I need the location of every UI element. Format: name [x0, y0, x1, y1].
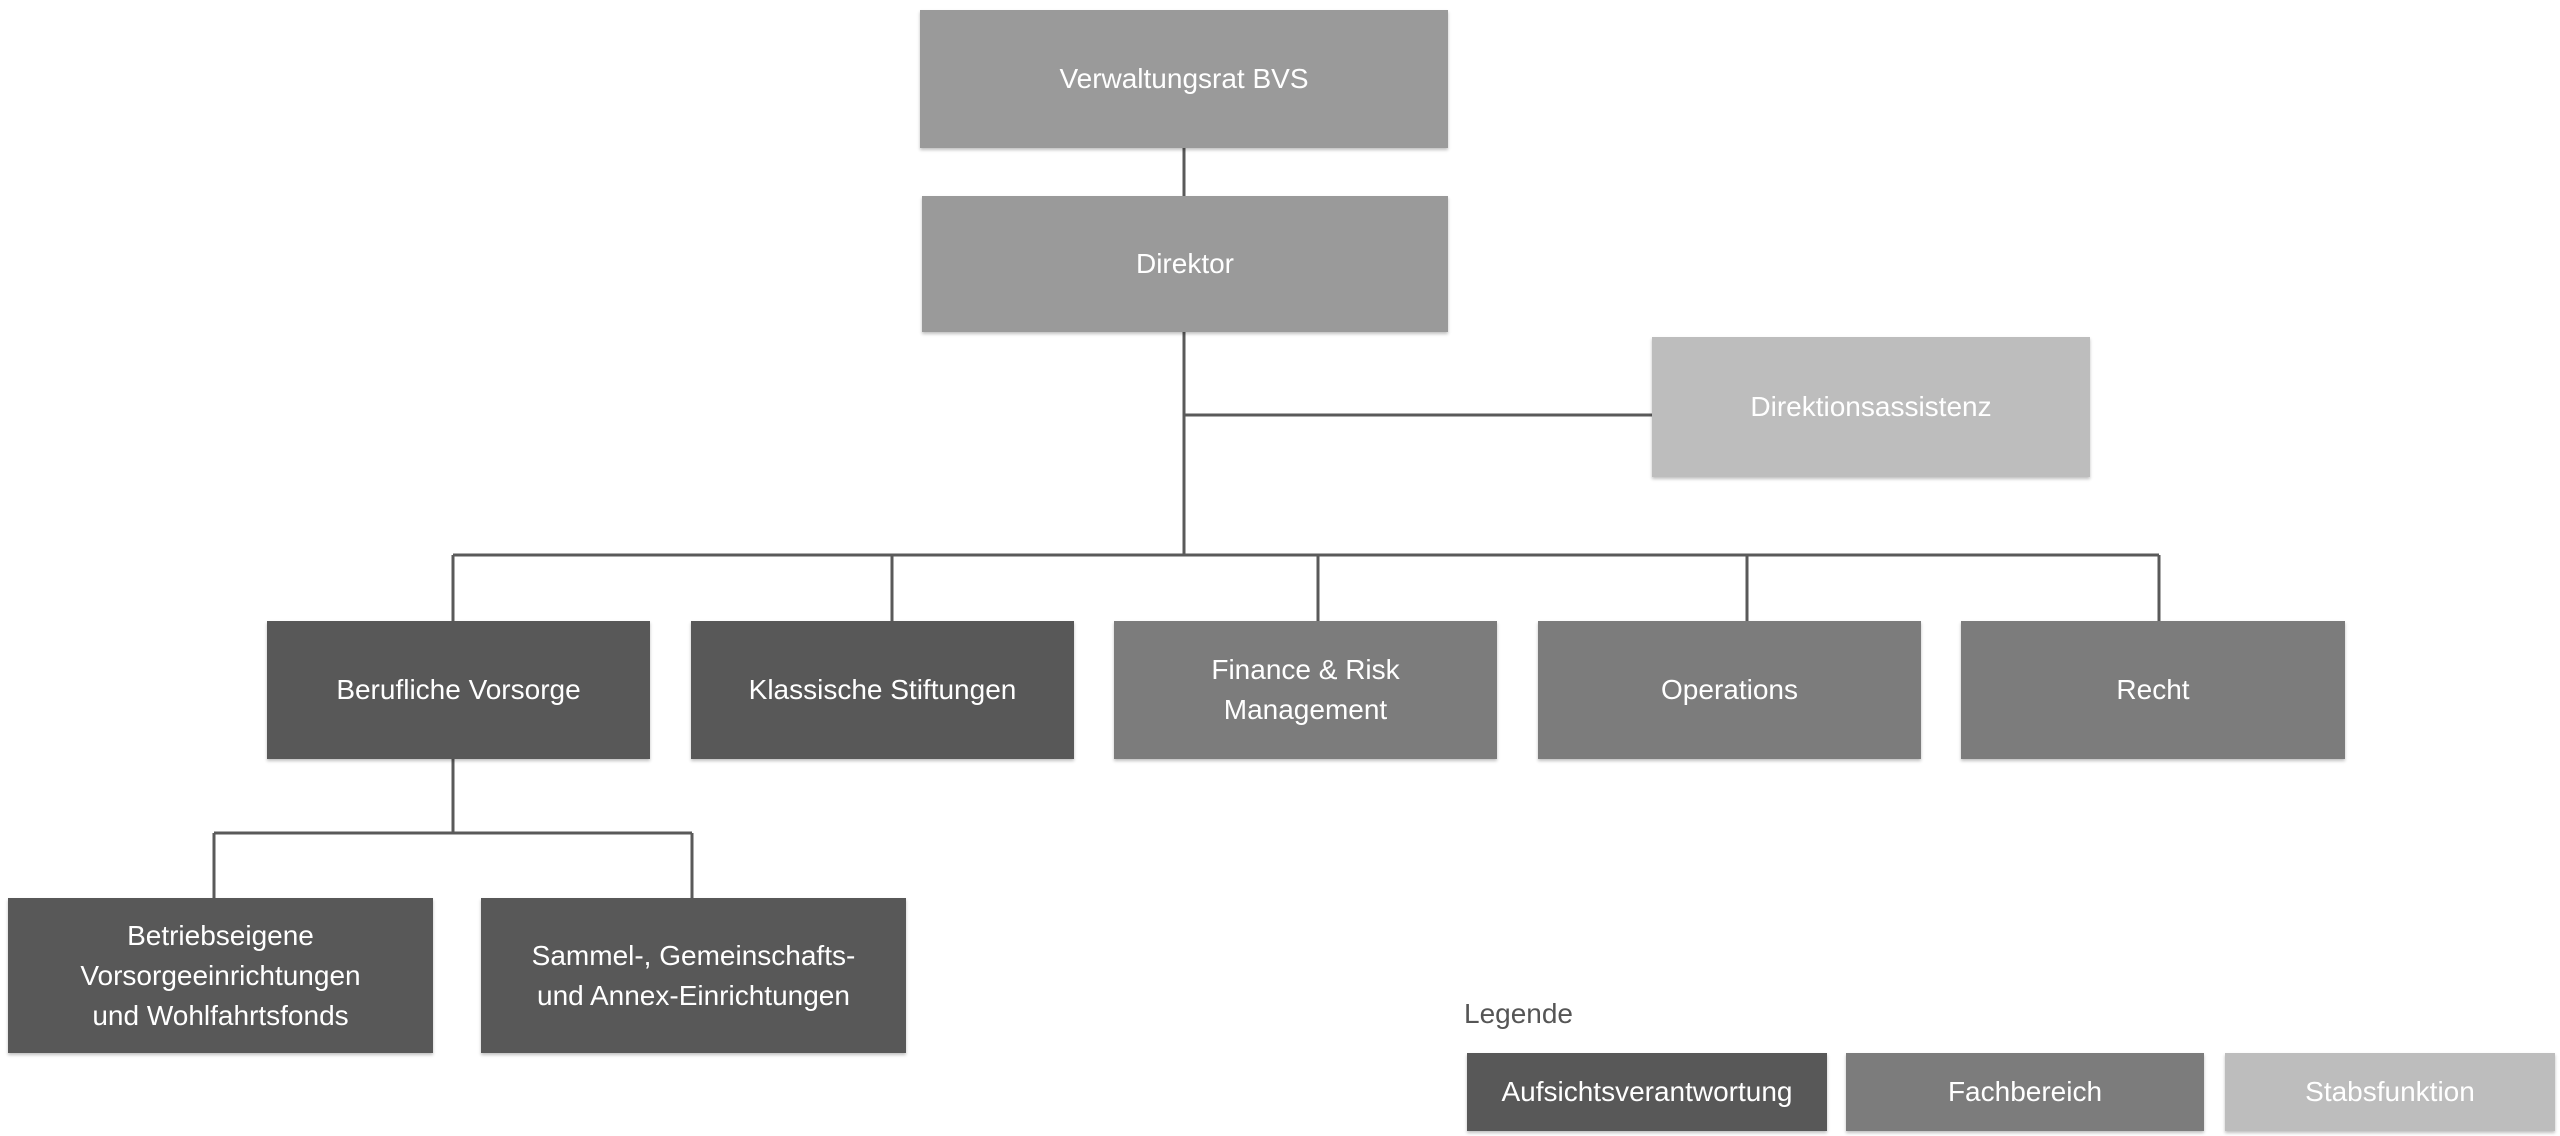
legend-item-aufsicht: Aufsichtsverantwortung	[1467, 1053, 1827, 1131]
node-recht-label: Recht	[2116, 674, 2190, 705]
node-recht: Recht	[1961, 621, 2345, 759]
legend-item-fach: Fachbereich	[1846, 1053, 2204, 1131]
legend-item-stab: Stabsfunktion	[2225, 1053, 2555, 1131]
node-finance-risk: Finance & Risk Management	[1114, 621, 1497, 759]
node-verwaltungsrat-label: Verwaltungsrat BVS	[1059, 63, 1309, 94]
node-betriebseigene-label: Betriebseigene Vorsorgeeinrichtungen und…	[80, 919, 361, 1031]
node-direktionsassistenz: Direktionsassistenz	[1652, 337, 2090, 477]
node-berufliche-vorsorge-label: Berufliche Vorsorge	[336, 674, 581, 705]
legend-item-stab-label: Stabsfunktion	[2305, 1076, 2475, 1107]
node-direktionsassistenz-label: Direktionsassistenz	[1750, 391, 1992, 422]
legend-title: Legende	[1464, 998, 1574, 1029]
node-operations: Operations	[1538, 621, 1921, 759]
node-finance-risk-label: Finance & Risk Management	[1211, 654, 1400, 725]
legend-item-fach-label: Fachbereich	[1947, 1076, 2103, 1107]
node-operations-label: Operations	[1661, 674, 1798, 705]
node-direktor: Direktor	[922, 196, 1448, 332]
node-sammel: Sammel-, Gemeinschafts- und Annex-Einric…	[481, 898, 906, 1053]
node-verwaltungsrat: Verwaltungsrat BVS	[920, 10, 1448, 148]
node-betriebseigene: Betriebseigene Vorsorgeeinrichtungen und…	[8, 898, 433, 1053]
node-klassische-stiftungen: Klassische Stiftungen	[691, 621, 1074, 759]
node-direktor-label: Direktor	[1135, 248, 1234, 279]
node-berufliche-vorsorge: Berufliche Vorsorge	[267, 621, 650, 759]
node-sammel-label: Sammel-, Gemeinschafts- und Annex-Einric…	[531, 939, 856, 1011]
legend-item-aufsicht-label: Aufsichtsverantwortung	[1501, 1076, 1793, 1107]
node-klassische-stiftungen-label: Klassische Stiftungen	[748, 674, 1017, 705]
